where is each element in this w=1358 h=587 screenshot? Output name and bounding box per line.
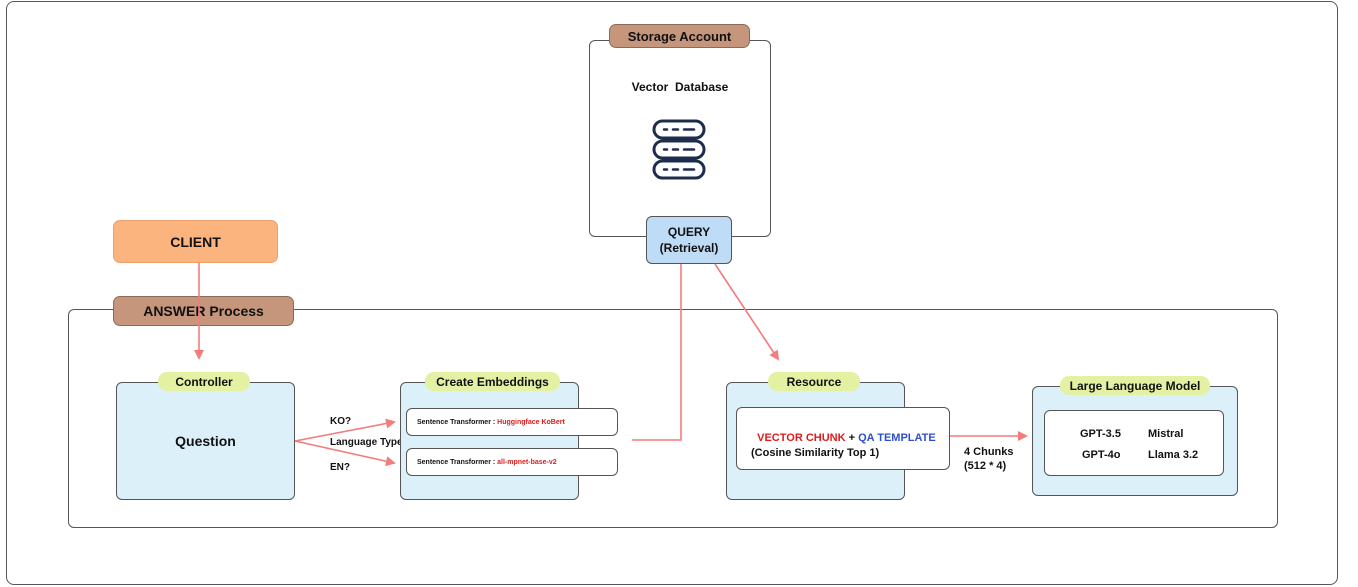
vector-chunk-label: VECTOR CHUNK [757,432,846,444]
resource-content-box [736,407,950,470]
resource-tag: Resource [768,372,860,391]
embeddings-to-query-line [632,264,682,441]
language-en-label: EN? [330,462,350,473]
query-to-resource-arrow [714,263,780,361]
cosine-similarity-label: (Cosine Similarity Top 1) [751,447,880,459]
llm-model-gpt4o: GPT-4o [1082,449,1121,461]
llm-model-gpt35: GPT-3.5 [1080,428,1121,440]
embedding-row-mpnet: Sentence Transformer : all-mpnet-base-v2 [406,448,618,476]
client-box: CLIENT [113,220,278,263]
llm-model-mistral: Mistral [1148,428,1184,440]
embedding-row-mpnet-model: all-mpnet-base-v2 [497,458,557,466]
retrieval-label: (Retrieval) [659,241,719,255]
chunks-count-label: 4 Chunks [964,446,1014,458]
create-embeddings-panel [400,382,579,500]
query-retrieval-box: QUERY (Retrieval) [646,216,732,264]
llm-models-box [1044,410,1224,476]
qa-template-label: QA TEMPLATE [858,432,936,444]
plus-label: + [845,432,859,444]
embedding-row-kobert-model: Huggingface KoBert [497,418,565,426]
database-icon [649,117,709,183]
storage-account-title: Storage Account [609,24,750,48]
question-to-en-arrow [294,440,396,467]
chunks-size-label: (512 * 4) [964,460,1007,472]
create-embeddings-tag: Create Embeddings [425,372,560,391]
question-label: Question [175,433,236,449]
vector-database-label: Vector Database [631,80,729,94]
answer-process-container [68,309,1278,528]
embedding-row-kobert: Sentence Transformer : Huggingface KoBer… [406,408,618,436]
language-type-label: Language Type [330,437,403,448]
resource-template-line: VECTOR CHUNK + QA TEMPLATE [751,420,936,444]
query-label: QUERY [667,225,711,239]
controller-tag: Controller [158,372,250,391]
chunks-label: 4 Chunks (512 * 4) [964,445,1014,473]
llm-model-llama: Llama 3.2 [1148,449,1199,461]
diagram-frame [6,1,1338,585]
question-to-ko-arrow [294,418,396,442]
llm-tag: Large Language Model [1060,376,1210,395]
embedding-row-kobert-prefix: Sentence Transformer : [417,418,498,426]
language-ko-label: KO? [330,416,352,427]
embedding-row-mpnet-prefix: Sentence Transformer : [417,458,498,466]
controller-panel [116,382,295,500]
answer-process-title: ANSWER Process [113,296,294,326]
